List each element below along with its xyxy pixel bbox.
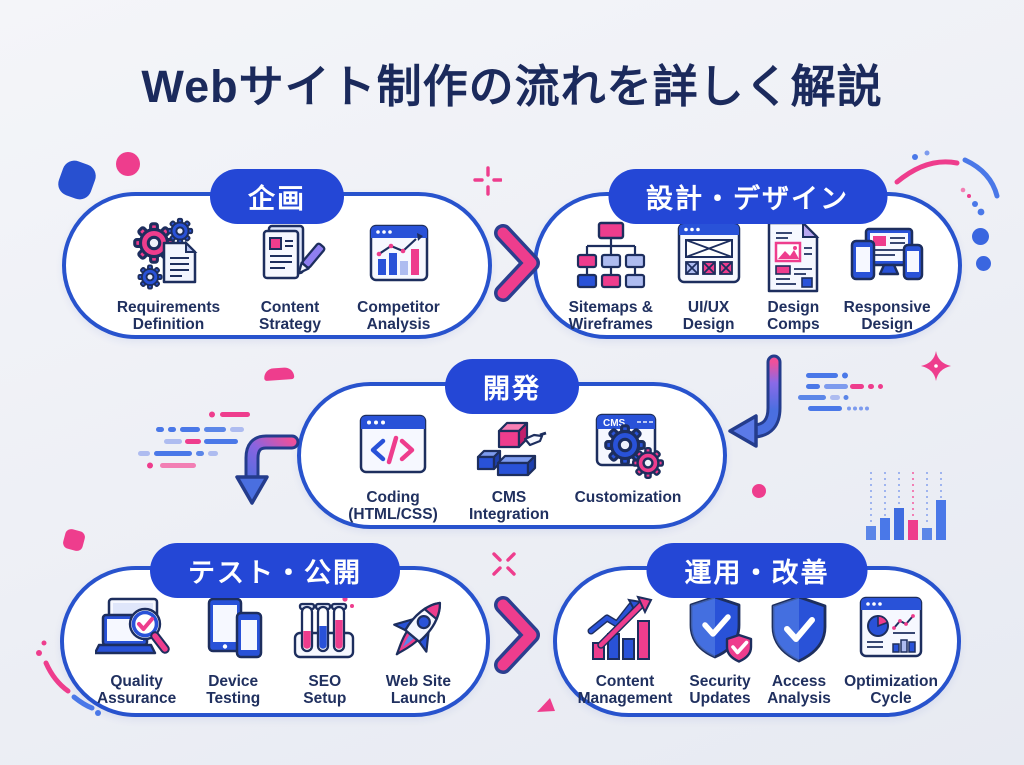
stage-header-operation: 運用・改善 <box>646 543 868 598</box>
stage-design-items: Sitemaps & Wireframes <box>537 196 958 335</box>
decor-pink-dome <box>263 366 295 382</box>
item-security-updates: Security Updates <box>681 590 759 708</box>
item-label: Design Comps <box>767 299 820 334</box>
arrow-planning-to-design-chevron-icon <box>494 224 540 302</box>
stage-development-items: Coding (HTML/CSS) <box>301 386 723 525</box>
item-label: Requirements Definition <box>116 299 221 334</box>
item-device-testing: Device Testing <box>195 590 271 708</box>
item-label: Security Updates <box>689 673 751 708</box>
stage-header-planning: 企画 <box>210 169 344 224</box>
shield-check-icon <box>761 590 837 672</box>
stage-planning-items: Requirements Definition Conten <box>66 196 488 335</box>
item-label: UI/UX Design <box>682 299 735 334</box>
decor-arcs-bottomleft <box>36 640 101 716</box>
item-website-launch: Web Site Launch <box>378 590 458 708</box>
decor-blue-dot-right-2 <box>976 256 991 271</box>
arrow-testing-to-operation-chevron-icon <box>494 596 540 674</box>
decor-plus-sparkle-icon <box>473 166 502 196</box>
item-access-analysis: Access Analysis <box>761 590 837 708</box>
shield-update-icon <box>681 590 759 672</box>
stage-card-design: 設計・デザイン Sitemaps & Wire <box>533 169 962 339</box>
tablet-phone-icon <box>195 590 271 672</box>
item-customization: CMS Customization <box>569 406 687 506</box>
rocket-icon <box>378 590 458 672</box>
cms-blocks-icon <box>468 406 550 488</box>
item-label: Content Strategy <box>258 299 322 334</box>
item-content-management: Content Management <box>571 590 679 708</box>
item-label: Responsive Design <box>843 299 931 334</box>
decor-speed-lines-right <box>798 372 883 411</box>
item-design-comps: Design Comps <box>754 216 832 334</box>
stage-testing-items: Quality Assurance Device Testing <box>64 570 486 713</box>
gears-document-icon <box>128 216 210 298</box>
decor-arcs-topright <box>894 150 1000 216</box>
decor-pink-square <box>61 527 87 553</box>
stage-card-testing: テスト・公開 Qua <box>60 543 490 717</box>
decor-x-sparkle-icon <box>492 552 516 576</box>
decor-pink-dot-topleft <box>116 152 140 176</box>
item-label: Coding (HTML/CSS) <box>348 489 438 524</box>
stage-header-development: 開発 <box>445 359 579 414</box>
item-label: Sitemaps & Wireframes <box>568 299 653 334</box>
design-comp-icon <box>754 216 832 298</box>
item-label: Device Testing <box>206 673 261 708</box>
stage-card-planning: 企画 Requirements Definition <box>62 169 492 339</box>
cms-gears-icon: CMS <box>587 406 669 488</box>
item-sitemaps: Sitemaps & Wireframes <box>559 216 663 334</box>
item-seo-setup: SEO Setup <box>285 590 365 708</box>
stage-operation-items: Content Management Security Updates <box>557 570 957 713</box>
item-optimization-cycle: Optimization Cycle <box>839 590 943 708</box>
decor-blue-dot-right-1 <box>972 228 989 245</box>
stage-header-testing: テスト・公開 <box>150 543 400 598</box>
cms-badge-label: CMS <box>603 418 626 429</box>
arrow-development-to-testing-icon <box>235 434 300 505</box>
code-browser-icon <box>351 406 435 488</box>
chart-browser-icon <box>359 216 439 298</box>
decor-bar-chart <box>866 472 946 540</box>
item-label: Optimization Cycle <box>844 673 938 708</box>
document-pen-icon <box>250 216 330 298</box>
devices-icon <box>846 216 928 298</box>
growth-chart-icon <box>585 590 665 672</box>
stage-header-design: 設計・デザイン <box>608 169 887 224</box>
item-label: Web Site Launch <box>385 673 451 708</box>
page-title: Webサイト制作の流れを詳しく解説 <box>141 61 883 112</box>
item-cms-integration: CMS Integration <box>463 406 555 524</box>
arrow-design-to-development-icon <box>728 354 782 448</box>
decor-speed-lines-left <box>138 411 250 469</box>
item-label: Access Analysis <box>767 673 831 708</box>
item-quality-assurance: Quality Assurance <box>92 590 182 708</box>
stage-card-development: 開発 Coding (HTML/CSS) <box>297 359 727 529</box>
item-uiux-design: UI/UX Design <box>669 216 749 334</box>
item-label: CMS Integration <box>468 489 550 524</box>
wireframe-browser-icon <box>669 216 749 298</box>
decor-pink-sparkle-icon <box>921 351 951 381</box>
item-coding: Coding (HTML/CSS) <box>337 406 449 524</box>
test-tubes-icon <box>285 590 365 672</box>
item-responsive-design: Responsive Design <box>838 216 936 334</box>
item-label: SEO Setup <box>303 673 347 708</box>
item-label: Customization <box>574 489 682 506</box>
item-content-strategy: Content Strategy <box>249 216 331 334</box>
item-label: Content Management <box>577 673 673 708</box>
item-competitor-analysis: Competitor Analysis <box>351 216 447 334</box>
stage-card-operation: 運用・改善 <box>553 543 961 717</box>
decor-pink-dot-mid <box>752 484 766 498</box>
decor-pink-triangle-icon <box>537 698 555 712</box>
item-label: Quality Assurance <box>96 673 177 708</box>
item-label: Competitor Analysis <box>357 299 440 334</box>
item-requirements-definition: Requirements Definition <box>108 216 230 334</box>
sitemap-icon <box>571 216 651 298</box>
dashboard-icon <box>851 590 931 672</box>
magnifier-laptop-icon <box>94 590 179 672</box>
